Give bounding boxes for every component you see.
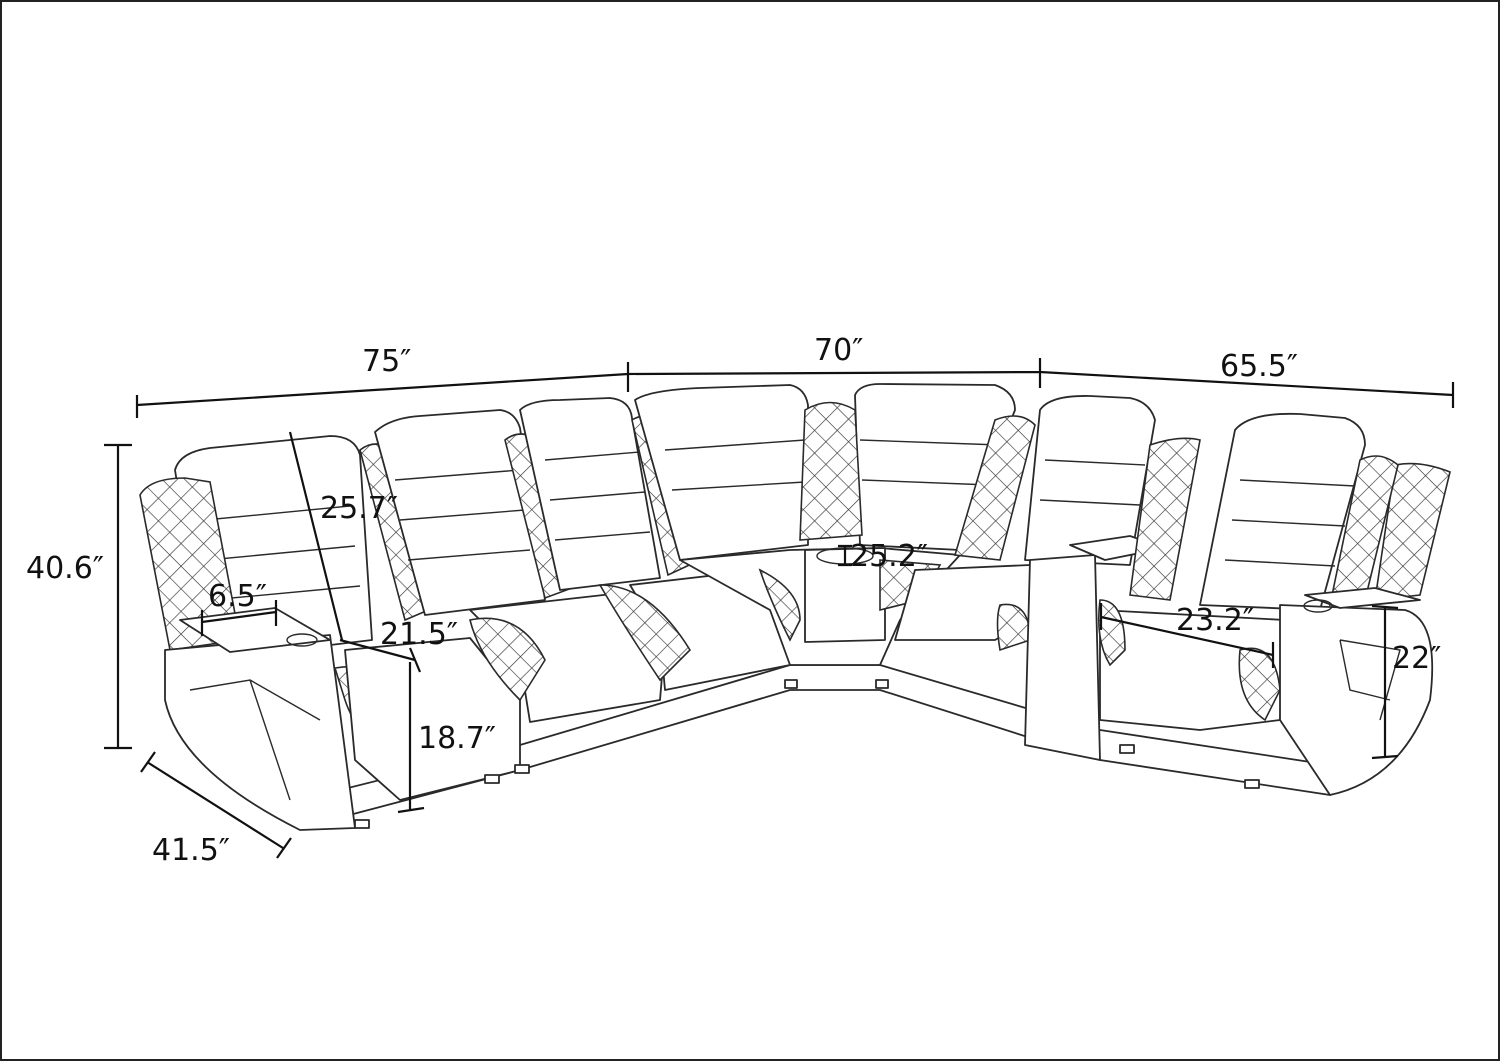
corner-center-quilt-panel [799, 401, 863, 541]
left-arm-front [164, 634, 356, 831]
label-depth: 41.5″ [152, 833, 230, 868]
right-outer-quilt-panel [1374, 462, 1451, 601]
dim-line-arm-height [1371, 604, 1399, 760]
label-seat-height: 18.7″ [418, 721, 496, 756]
corner-front-quilt-left [758, 568, 801, 642]
right-inner-quilt-panel [953, 415, 1036, 561]
label-height: 40.6″ [26, 551, 104, 586]
label-arm-height: 22″ [1392, 641, 1441, 676]
dim-line-width-left [135, 362, 630, 418]
second-seat-back [374, 409, 546, 616]
dim-line-height [104, 443, 132, 750]
right-recliner [1097, 412, 1451, 796]
right-arm-quilt-panel [1238, 647, 1281, 722]
sofa-feet [354, 679, 1260, 829]
label-backrest: 25.7″ [320, 491, 398, 526]
right-cup-holder-icon [1303, 599, 1333, 613]
dim-line-seat-width [1099, 603, 1275, 668]
dim-line-width-right [1039, 370, 1455, 408]
right-console-back-quilt [1129, 437, 1201, 601]
third-seat-front-quilt [598, 584, 692, 682]
dimension-labels: 75″ 70″ 65.5″ 40.6″ 41.5″ 25.7″ 6.5″ 21.… [26, 333, 1441, 868]
second-seat-front-quilt [469, 617, 546, 702]
dim-line-seat-height [397, 662, 425, 814]
label-seat-width: 23.2″ [1176, 603, 1254, 638]
right-inner-front-quilt [996, 603, 1031, 652]
label-width-right: 65.5″ [1220, 349, 1298, 384]
dim-line-console [838, 544, 852, 567]
right-cup-holder-tray [1304, 587, 1421, 609]
corner-back-left [634, 384, 809, 561]
dim-line-backrest [288, 431, 344, 641]
dim-line-depth [140, 751, 292, 859]
second-seat [374, 409, 666, 723]
third-seat-back [519, 397, 661, 591]
label-width-left: 75″ [362, 344, 411, 379]
label-console: 25.2″ [850, 539, 928, 574]
left-outer-quilt-panel [139, 477, 241, 651]
left-cup-holder-icon [286, 633, 318, 647]
right-console [1024, 437, 1201, 761]
dim-line-seat-depth [339, 638, 422, 673]
label-seat-depth: 21.5″ [380, 617, 458, 652]
right-seat-cushion [1099, 609, 1286, 731]
right-inner-seat [894, 395, 1156, 652]
right-inner-arm-quilt [1097, 599, 1126, 667]
third-seat [519, 397, 796, 691]
sectional-sofa-drawing [139, 383, 1451, 831]
right-back-quilt-panel [1328, 455, 1399, 606]
dimension-lines [104, 358, 1455, 859]
corner-seat [634, 383, 1016, 666]
right-arm-front [1279, 604, 1434, 796]
dim-line-armrest [200, 600, 278, 636]
right-inner-seat-back [1024, 395, 1156, 566]
left-recliner [139, 435, 521, 831]
right-console-body [1024, 554, 1101, 761]
label-armrest: 6.5″ [208, 579, 267, 614]
label-width-center: 70″ [814, 333, 863, 368]
